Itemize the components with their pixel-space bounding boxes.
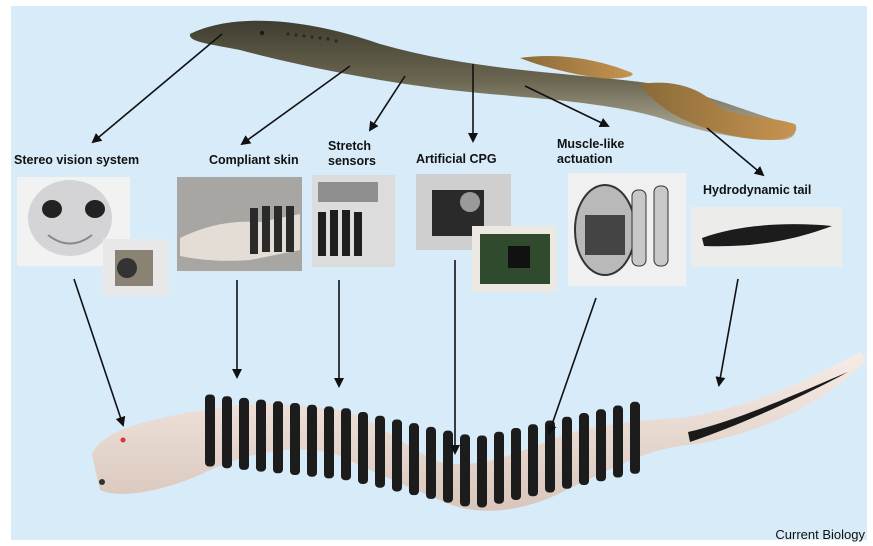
photo-compliant-skin: [177, 177, 302, 271]
robot-body-ring: [596, 409, 606, 481]
label-artificial-cpg: Artificial CPG: [416, 152, 497, 167]
robot-body-ring: [239, 398, 249, 470]
label-hydrodynamic-tail: Hydrodynamic tail: [703, 183, 811, 198]
robot-body-ring: [290, 403, 300, 475]
robot-body-ring: [205, 395, 215, 467]
robot-body-ring: [358, 412, 368, 484]
arrow-stereo-vision-to-robot: [74, 279, 123, 425]
robot-body-ring: [460, 434, 470, 506]
photo-hydrodynamic-tail: [691, 207, 842, 267]
robot-body-ring: [409, 423, 419, 495]
robot-body-ring: [273, 401, 283, 473]
robot-body-ring: [256, 400, 266, 472]
robot-body-ring: [426, 427, 436, 499]
robot-body-ring: [562, 417, 572, 489]
robot-body-ring: [222, 396, 232, 468]
credit-text: Current Biology: [775, 527, 865, 542]
robot-body-ring: [392, 419, 402, 491]
arrow-lamprey-to-stretch-sensors: [370, 76, 405, 130]
photo-stretch-sensors: [312, 175, 395, 267]
label-compliant-skin: Compliant skin: [209, 153, 299, 168]
photo-cpg-circuit-board: [472, 226, 557, 292]
robot-body-ring: [341, 408, 351, 480]
photo-muscle-actuation: [568, 173, 686, 286]
robot-body-ring: [613, 406, 623, 478]
arrow-lamprey-to-stereo-vision: [93, 34, 222, 142]
lamprey-image: [190, 21, 796, 140]
robot-body-ring: [630, 402, 640, 474]
photo-stereo-camera: [103, 239, 169, 296]
robot-body-ring: [528, 424, 538, 496]
label-stretch-sensors: Stretch sensors: [328, 139, 376, 169]
robot-body-ring: [477, 435, 487, 507]
robot-body-ring: [375, 416, 385, 488]
robot-body-ring: [579, 413, 589, 485]
arrow-lamprey-to-compliant-skin: [242, 66, 350, 144]
arrow-hydrodynamic-tail-to-robot: [719, 279, 738, 385]
robot-body-ring: [307, 405, 317, 477]
label-stereo-vision-system: Stereo vision system: [14, 153, 139, 168]
robot-body-ring: [494, 432, 504, 504]
robot-body-ring: [511, 428, 521, 500]
robot-body-ring: [324, 406, 334, 478]
robot-body-ring: [443, 431, 453, 503]
arrow-muscle-actuation-to-robot: [549, 298, 596, 433]
label-muscle-like-actuation: Muscle-like actuation: [557, 137, 624, 167]
